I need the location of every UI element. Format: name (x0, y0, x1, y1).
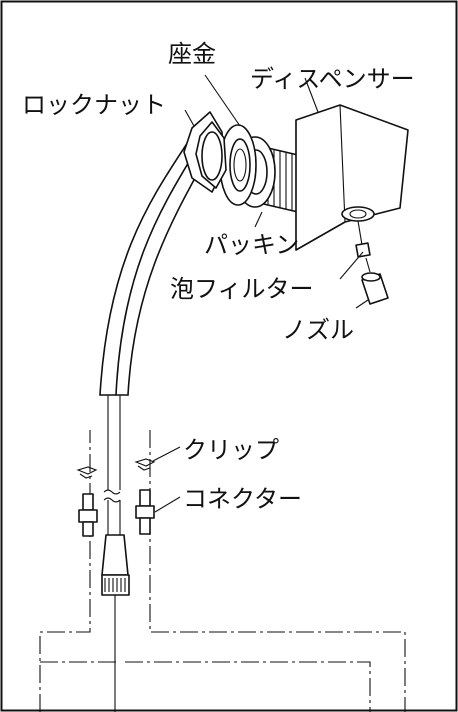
leader-lines (152, 74, 369, 513)
washer (219, 124, 257, 206)
nozzle (361, 272, 389, 305)
clip-left (76, 466, 98, 479)
label-locknut: ロックナット (22, 91, 166, 119)
label-clip: クリップ (183, 436, 279, 464)
connector-left (78, 493, 98, 537)
supply-tubes (99, 141, 207, 535)
label-packing: パッキン (204, 231, 299, 259)
dispenser-head (295, 104, 409, 251)
clip-right (134, 458, 156, 471)
label-washer: 座金 (168, 40, 216, 68)
counter-outline (39, 430, 406, 712)
label-dispenser: ディスペンサー (250, 65, 415, 93)
label-nozzle: ノズル (282, 316, 354, 344)
label-foam-filter: 泡フィルター (170, 275, 314, 303)
connector-right (135, 489, 155, 535)
cable-connector (101, 534, 130, 712)
foam-filter (355, 242, 371, 273)
label-connector: コネクター (183, 485, 302, 513)
locknut (183, 111, 227, 193)
